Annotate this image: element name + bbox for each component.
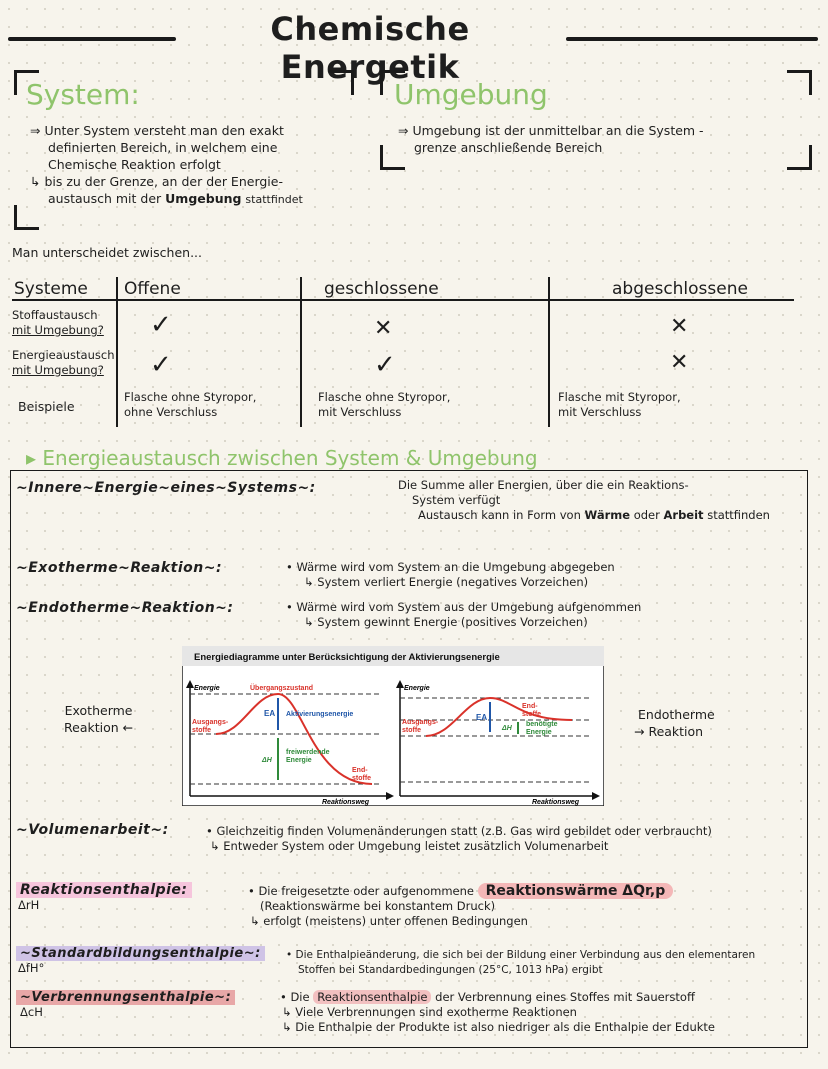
- standard-label: ~Standardbildungsenthalpie~: ΔfH°: [16, 946, 265, 976]
- page-title: Chemische Energetik: [270, 10, 470, 86]
- svg-text:benötigte: benötigte: [526, 721, 558, 728]
- row-label-energie: Energieaustausch mit Umgebung?: [12, 348, 115, 377]
- system-heading: System:: [26, 78, 140, 111]
- content-frame: [10, 470, 808, 1048]
- arrow-up-icon: [396, 680, 404, 688]
- svg-text:Aktivierungsenergie: Aktivierungsenergie: [286, 711, 353, 718]
- svg-text:EA: EA: [476, 713, 487, 722]
- cross-icon: ✕: [374, 316, 393, 341]
- row-label-stoff: Stoffaustausch mit Umgebung?: [12, 308, 104, 337]
- svg-text:EA: EA: [264, 709, 275, 718]
- svg-text:freiwerdende: freiwerdende: [286, 749, 330, 756]
- reaktion-label: Reaktionsenthalpie: ΔrH: [16, 882, 192, 913]
- example-open: Flasche ohne Styropor, ohne Verschluss: [124, 390, 257, 419]
- row-label-beispiele: Beispiele: [18, 399, 75, 414]
- verbrennung-text: • Die Reaktionsenthalpie der Verbrennung…: [280, 990, 715, 1034]
- diagram-right-label: Endotherme → Reaktion: [634, 707, 715, 739]
- svg-text:ΔH: ΔH: [501, 725, 513, 732]
- svg-text:Energie: Energie: [194, 685, 220, 692]
- system-box: System: ⇒ Unter System versteht man den …: [14, 70, 354, 230]
- svg-text:Ausgangs-: Ausgangs-: [192, 719, 229, 726]
- svg-text:End-: End-: [522, 703, 538, 710]
- check-icon: ✓: [150, 350, 172, 380]
- exo-label: ~Exotherme~Reaktion~:: [16, 560, 223, 576]
- volumen-label: ~Volumenarbeit~:: [16, 822, 169, 838]
- table-header-systeme: Systeme: [14, 279, 88, 299]
- title-line-right: [566, 37, 818, 41]
- svg-text:Ausgangs-: Ausgangs-: [402, 719, 439, 726]
- exo-curve: [215, 692, 373, 785]
- standard-text: • Die Enthalpieänderung, die sich bei de…: [286, 949, 756, 976]
- example-isolated: Flasche mit Styropor, mit Verschluss: [558, 390, 681, 419]
- innere-text: Die Summe aller Energien, über die ein R…: [398, 478, 770, 522]
- svg-text:Energie: Energie: [526, 729, 552, 736]
- svg-text:stoffe: stoffe: [352, 775, 371, 782]
- endo-label: ~Endotherme~Reaktion~:: [16, 600, 234, 616]
- exo-text: • Wärme wird vom System an die Umgebung …: [286, 560, 615, 589]
- system-emph: Umgebung: [165, 191, 242, 206]
- reaktionsenthalpie-highlight: Reaktionsenthalpie: [313, 990, 432, 1004]
- check-icon: ✓: [150, 310, 172, 340]
- arrow-up-icon: [186, 680, 194, 688]
- endo-text: • Wärme wird vom System aus der Umgebung…: [286, 600, 642, 629]
- reaktionswaerme-highlight: Reaktionswärme ΔQr,p: [477, 883, 674, 899]
- endo-curve: [425, 696, 573, 737]
- innere-label: ~Innere~Energie~eines~Systems~:: [16, 480, 316, 496]
- table-header-offene: Offene: [124, 279, 181, 299]
- umgebung-heading: Umgebung: [394, 78, 548, 111]
- svg-text:stoffe: stoffe: [522, 711, 541, 718]
- verbrennung-label: ~Verbrennungsenthalpie~: ΔcH: [16, 990, 236, 1020]
- table-header-geschlossene: geschlossene: [324, 279, 439, 299]
- svg-text:stoffe: stoffe: [192, 727, 211, 734]
- umgebung-box: Umgebung ⇒ Umgebung ist der unmittelbar …: [380, 70, 812, 170]
- svg-text:Übergangszustand: Übergangszustand: [250, 683, 313, 692]
- arrow-right-icon: [592, 792, 600, 800]
- system-text: ⇒ Unter System versteht man den exakt de…: [30, 123, 303, 206]
- check-icon: ✓: [374, 350, 396, 380]
- volumen-text: • Gleichzeitig finden Volumenänderungen …: [206, 824, 712, 853]
- energy-diagram-svg: Energiediagramme unter Berücksichtigung …: [181, 645, 605, 807]
- diagram-title: Energiediagramme unter Berücksichtigung …: [194, 652, 500, 663]
- table-header-abgeschlossene: abgeschlossene: [612, 279, 748, 299]
- cross-icon: ✕: [670, 350, 689, 375]
- intro-text: Man unterscheidet zwischen...: [12, 245, 202, 260]
- title-line-left: [8, 37, 176, 41]
- svg-text:stoffe: stoffe: [402, 727, 421, 734]
- diagram-left-label: Exotherme Reaktion ←: [64, 703, 134, 735]
- cross-icon: ✕: [670, 314, 689, 339]
- svg-text:ΔH: ΔH: [261, 757, 273, 764]
- svg-text:End-: End-: [352, 767, 368, 774]
- energy-diagram: Energiediagramme unter Berücksichtigung …: [181, 645, 605, 807]
- arrow-right-icon: [386, 792, 394, 800]
- svg-text:Reaktionsweg: Reaktionsweg: [532, 799, 580, 806]
- svg-text:Energie: Energie: [286, 757, 312, 764]
- svg-text:Energie: Energie: [404, 685, 430, 692]
- example-closed: Flasche ohne Styropor, mit Verschluss: [318, 390, 451, 419]
- svg-text:Reaktionsweg: Reaktionsweg: [322, 799, 370, 806]
- section2-heading: ▸ Energieaustausch zwischen System & Umg…: [26, 446, 538, 470]
- reaktion-text: • Die freigesetzte oder aufgenommene Rea…: [248, 883, 808, 929]
